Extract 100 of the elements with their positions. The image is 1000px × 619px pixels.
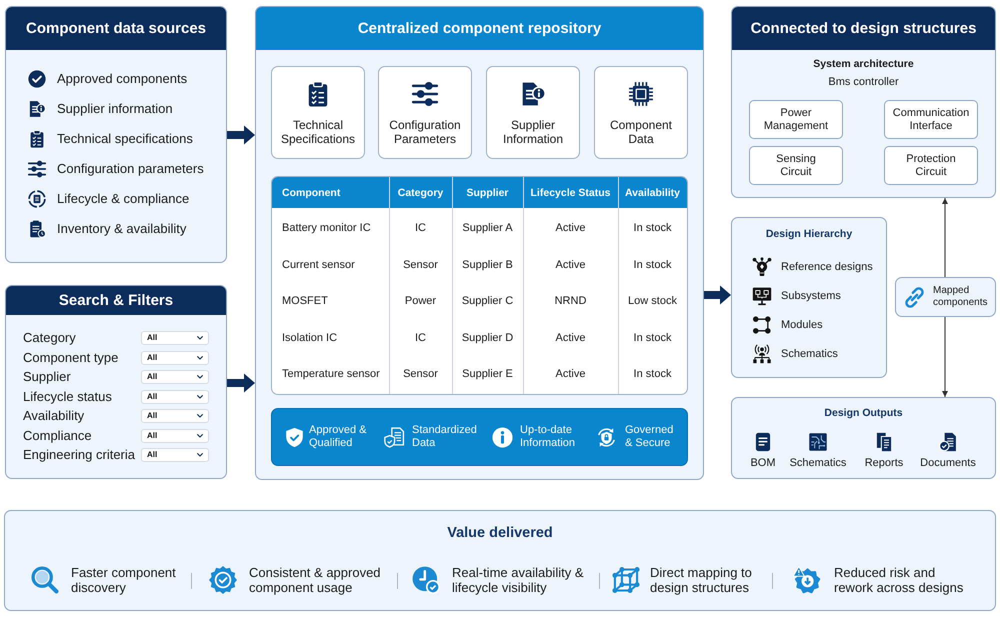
list-item: Lifecycle & compliance — [57, 191, 190, 207]
list-item: Approved components — [57, 71, 188, 87]
dropdown-select: All — [141, 370, 209, 384]
list-item: Supplier information — [57, 101, 173, 117]
table-value: Temperature sensor — [282, 367, 380, 382]
subtitle: Bms controller — [828, 75, 899, 89]
dropdown-select: All — [141, 409, 209, 423]
section-title: Design Outputs — [824, 406, 903, 420]
filter-label: Component type — [23, 350, 118, 366]
table-value: MOSFET — [282, 294, 328, 308]
table-value: Power — [404, 294, 436, 308]
architecture-panel — [731, 6, 996, 198]
hierarchy-item: Modules — [781, 318, 823, 332]
table-value: In stock — [634, 221, 672, 236]
output-label: BOM — [750, 456, 776, 470]
section-title: Design Hierarchy — [766, 227, 852, 242]
column-heading: Category — [398, 186, 444, 200]
table-value: Current sensor — [282, 258, 355, 272]
value-item: Reduced risk and rework across designs — [834, 565, 964, 595]
output-label: Documents — [920, 456, 976, 470]
module-label: Protection Circuit — [906, 152, 956, 178]
highlight-label: Governed & Secure — [625, 424, 674, 450]
feature-card — [378, 66, 472, 159]
arrow — [942, 198, 948, 278]
filters-panel — [5, 285, 227, 479]
card-label: Component Data — [609, 118, 673, 146]
highlight-label: Up-to-date Information — [520, 424, 576, 450]
list-item: Configuration parameters — [57, 161, 204, 177]
table-value: Supplier A — [462, 221, 513, 236]
header-bar: Search & Filters — [6, 286, 226, 315]
card-label: Technical Specifications — [280, 118, 356, 146]
table-value: Low stock — [628, 294, 677, 308]
hierarchy-item: Subsystems — [781, 289, 841, 303]
feature-card — [486, 66, 580, 159]
section-title: Value delivered — [447, 524, 553, 542]
highlight-band — [271, 408, 688, 466]
list-item: Inventory & availability — [57, 221, 186, 237]
feature-card — [594, 66, 688, 159]
table-value: Supplier B — [462, 258, 513, 272]
card-label: Configuration Parameters — [388, 118, 462, 146]
list-item: Technical specifications — [57, 131, 193, 147]
output-label: Schematics — [790, 456, 846, 470]
highlight-label: Approved & Qualified — [309, 424, 368, 450]
column-heading: Availability — [624, 186, 680, 200]
dropdown-select: All — [141, 448, 209, 462]
hierarchy-panel — [731, 217, 887, 378]
module-box — [749, 146, 843, 185]
filter-label: Availability — [23, 408, 84, 424]
column-heading: Component — [282, 186, 340, 200]
block-arrow — [704, 286, 731, 304]
repository-panel — [255, 6, 704, 480]
value-item: Consistent & approved component usage — [249, 565, 382, 595]
mapping-box — [895, 277, 996, 317]
table-value: Active — [556, 221, 586, 236]
feature-card — [271, 66, 365, 159]
dropdown-select: All — [141, 390, 209, 404]
value-panel — [4, 510, 996, 611]
table-value: In stock — [634, 258, 672, 272]
sources-panel — [5, 6, 227, 263]
table-value: In stock — [634, 330, 672, 345]
column-heading: Lifecycle Status — [530, 186, 610, 200]
filter-label: Supplier — [23, 369, 71, 385]
table-value: Sensor — [403, 367, 438, 382]
value-item: Direct mapping to design structures — [650, 565, 753, 595]
table-value: Isolation IC — [282, 330, 338, 345]
output-label: Reports — [864, 456, 904, 470]
card-label: Supplier Information — [502, 118, 564, 146]
value-item: Real-time availability & lifecycle visibility — [452, 565, 584, 595]
highlight-label: Standardized Data — [412, 424, 478, 450]
arrow — [942, 316, 948, 398]
table-value: IC — [415, 330, 426, 345]
component-table — [271, 176, 688, 395]
table-value: Active — [556, 367, 586, 382]
header-bar: Centralized component repository — [256, 7, 703, 50]
table-value: Active — [556, 330, 586, 345]
hierarchy-item: Reference designs — [781, 260, 873, 274]
outputs-panel — [731, 397, 996, 479]
filter-label: Compliance — [23, 428, 92, 444]
module-box — [884, 146, 978, 185]
dropdown-select: All — [141, 331, 209, 345]
dropdown-select: All — [141, 350, 209, 364]
module-label: Power Management — [763, 106, 829, 132]
column-heading: Supplier — [466, 186, 508, 200]
value-item: Faster component discovery — [71, 565, 177, 595]
table-value: Supplier E — [462, 367, 513, 382]
filter-label: Category — [23, 330, 76, 346]
table-value: Active — [556, 258, 586, 272]
module-box — [884, 100, 978, 139]
filter-label: Engineering criteria — [23, 447, 136, 463]
module-label: Sensing Circuit — [776, 152, 816, 178]
table-value: Supplier C — [462, 294, 514, 308]
table-value: In stock — [634, 367, 672, 382]
table-value: Supplier D — [462, 330, 514, 345]
table-value: Battery monitor IC — [282, 221, 371, 236]
table-value: Sensor — [403, 258, 438, 272]
block-arrow — [227, 374, 255, 392]
section-title: System architecture — [813, 57, 914, 71]
hierarchy-item: Schematics — [781, 347, 838, 361]
table-value: IC — [415, 221, 426, 236]
mapping-label: Mapped components — [933, 285, 988, 309]
